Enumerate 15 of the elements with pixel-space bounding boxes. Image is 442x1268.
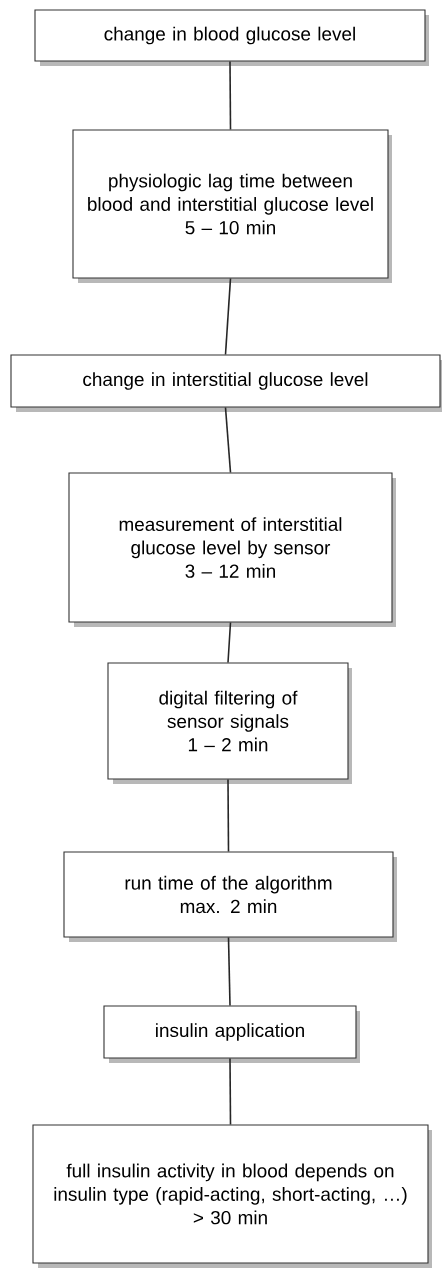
process-box: insulin application [103,1005,360,1063]
connector-line [227,621,232,664]
process-box: measurement of interstitial glucose level by sensor 3 – 12 min [68,472,396,627]
connector-line [227,778,230,853]
process-box: change in blood glucose level [34,9,429,66]
process-box: change in interstitial glucose level [10,354,442,412]
connector-line [229,60,232,131]
process-box: physiologic lag time between blood and interstitial glucose level 5 – 10 min [72,129,392,283]
process-box: digital filtering of sensor signals 1 – 2 min [107,662,352,784]
connector-line [227,936,231,1007]
process-box: run time of the algorithm max. 2 min [63,851,397,942]
connector-line [224,406,232,474]
connector-line [224,277,232,356]
connector-line [229,1057,232,1126]
process-box: full insulin activity in blood depends on insulin type (rapid-acting, short-acting, …) > 30 min [32,1124,432,1268]
